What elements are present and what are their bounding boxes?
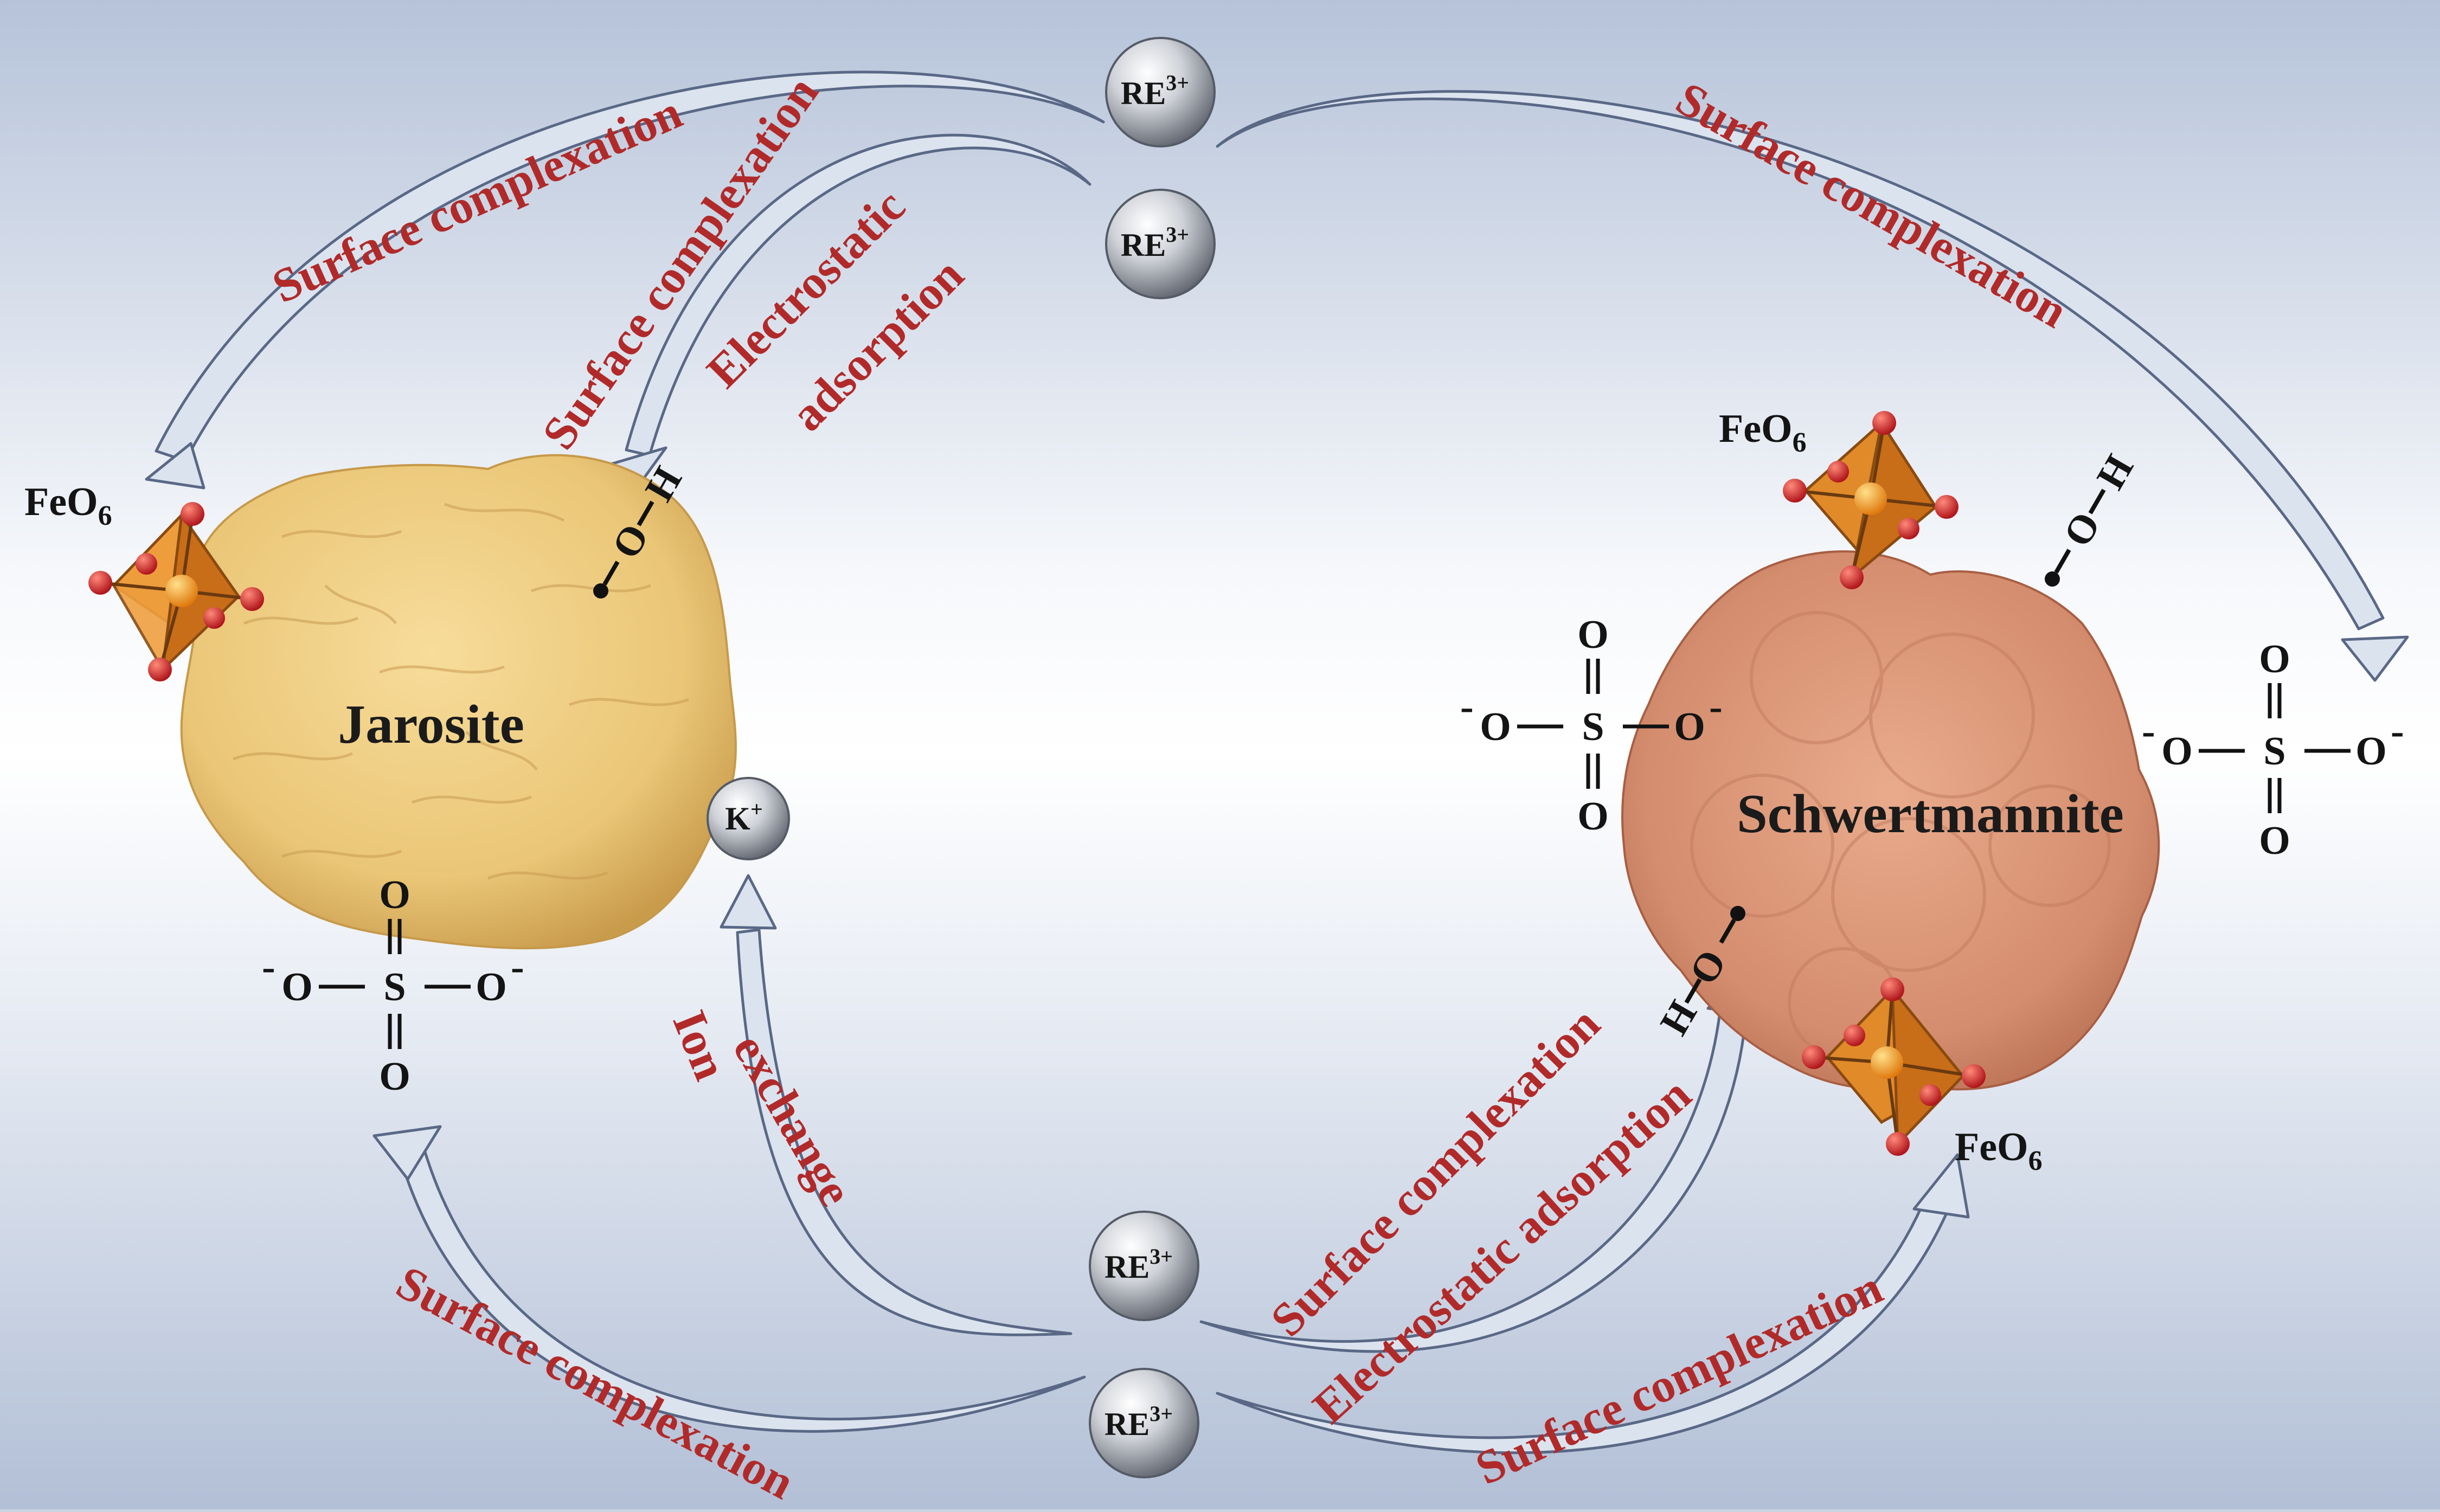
jarosite-particle [180,454,737,950]
ion-re-top-1: RE3+ [1105,37,1216,147]
re-label: RE [1105,1406,1150,1442]
svg-text:RE3+: RE3+ [1121,70,1189,111]
svg-text:O: O [281,965,313,1009]
svg-text:O: O [2259,819,2290,863]
charge-3plus: 3+ [1150,1401,1173,1426]
schwertmannite-label: Schwertmannite [1737,783,2124,845]
re-label: RE [1121,227,1166,263]
feo6-octahedron-right-bottom [1802,977,1986,1156]
svg-text:O: O [379,1054,410,1099]
svg-text:-: - [511,945,524,989]
arrow-head-bottom-jarosite [720,874,777,930]
sulfate-schwertmannite-right: O S O O - O - [2142,637,2404,863]
svg-text:O: O [2259,637,2290,681]
arrow-head-top-right [2341,635,2409,682]
charge-3plus: 3+ [1166,70,1189,95]
arrow-top-left-inner [625,133,1091,457]
svg-text:O: O [1480,705,1511,749]
arrow-head-top-left-outer [145,442,206,490]
svg-text:RE3+: RE3+ [1105,1244,1173,1285]
k-label: K [725,801,750,837]
svg-text:O: O [1577,613,1609,657]
re-label: RE [1121,75,1166,111]
feo6-label-right-top: FeO6 [1719,407,1807,458]
svg-text:-: - [1460,685,1474,729]
svg-text:RE3+: RE3+ [1105,1401,1173,1442]
svg-text:O: O [1577,794,1609,839]
svg-text:O: O [476,965,507,1009]
feo6-octahedron-left [88,502,264,681]
jarosite-label: Jarosite [338,694,524,755]
feo6-octahedron-right-top [1783,411,1959,589]
ion-re-bottom-1: RE3+ [1089,1211,1199,1321]
svg-text:S: S [383,965,406,1009]
arrow-top-right [1216,90,2385,630]
svg-text:O: O [379,873,410,917]
svg-text:O: O [1674,705,1705,749]
svg-text:S: S [1582,705,1604,749]
arrow-top-left-outer [155,70,1105,462]
arrow-head-bottom-right-outer [1912,1153,1970,1219]
svg-text:RE3+: RE3+ [1121,222,1189,263]
feo6-label-right-bottom: FeO6 [1955,1125,2043,1176]
charge-3plus: 3+ [1166,222,1189,247]
sulfate-jarosite: O S O O - O - [262,873,524,1099]
arrow-head-bottom-left [373,1125,442,1181]
svg-text:-: - [2391,709,2404,754]
schwertmannite-particle [1621,550,2160,1091]
svg-text:O: O [2355,729,2387,774]
sulfate-schwertmannite-left: O S O O - O - [1460,613,1723,839]
charge-plus: + [750,797,763,821]
ion-re-top-2: RE3+ [1105,189,1216,299]
svg-text:-: - [2142,709,2155,754]
ion-re-bottom-2: RE3+ [1089,1368,1199,1478]
charge-3plus: 3+ [1150,1244,1173,1269]
ion-k: K+ [707,777,790,860]
svg-text:-: - [1709,685,1723,729]
svg-text:O: O [2161,729,2193,774]
svg-text:-: - [262,945,275,989]
feo6-label-left: FeO6 [24,480,112,531]
arrow-bottom-jarosite [736,928,1073,1336]
re-label: RE [1105,1249,1150,1285]
svg-text:K+: K+ [725,797,762,837]
svg-text:S: S [2263,729,2285,774]
